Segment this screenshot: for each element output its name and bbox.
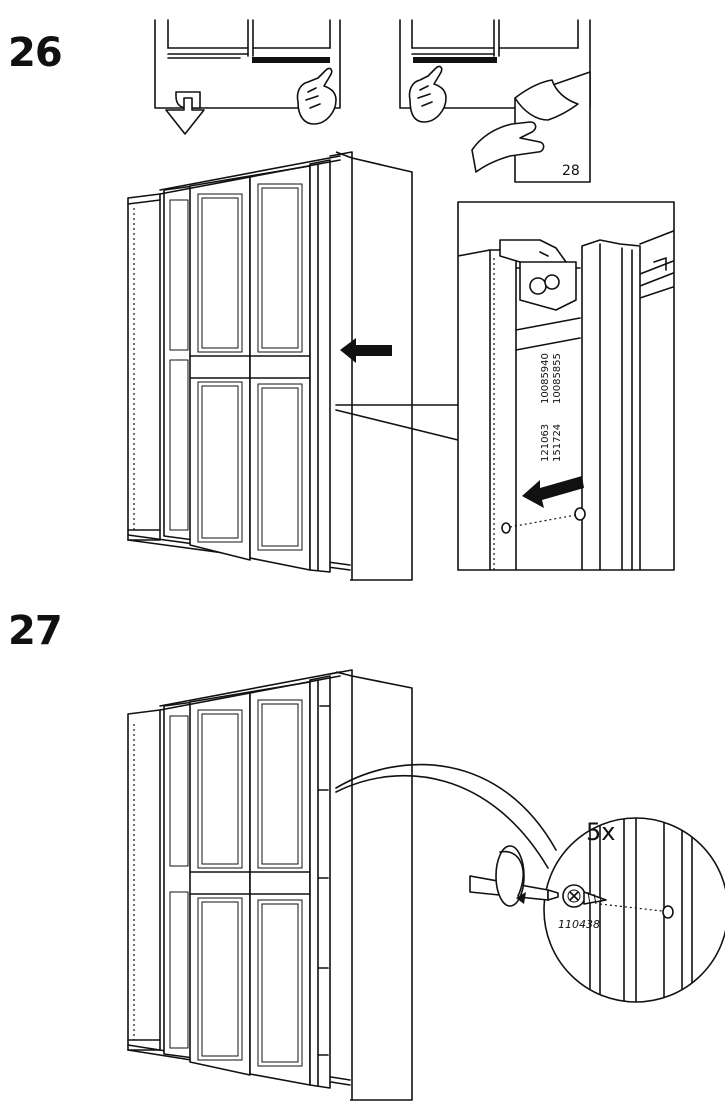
page-reference: 28 (562, 163, 580, 179)
screw-part-number: 110438 (558, 918, 600, 931)
part-number-2: 10085855 (552, 353, 563, 404)
hand-press-icon-2 (408, 65, 447, 123)
detail-frame-right (399, 19, 591, 109)
screw-quantity: 5x (586, 818, 615, 846)
door-right-frame (309, 159, 331, 573)
part-number-3: 121063 (540, 424, 551, 462)
door-right-frame-27 (309, 675, 331, 1089)
part-number-1: 10085940 (540, 353, 551, 404)
part-number-4: 151724 (552, 424, 563, 462)
arrow-left-icon (340, 338, 392, 363)
door-middle-2-27 (249, 681, 311, 1086)
door-middle-1 (189, 175, 251, 561)
screw-icon (562, 884, 607, 908)
hand-press-icon (296, 67, 337, 125)
page-turn-icon: 28 (471, 71, 591, 183)
arrow-left-icon-2 (522, 476, 584, 508)
screwdriver-icon (469, 845, 559, 907)
door-left (163, 185, 195, 541)
detail-frame-left (154, 19, 341, 109)
step-number-27: 27 (8, 608, 63, 654)
hinge-bracket (499, 239, 577, 311)
step-number-26: 26 (8, 30, 63, 76)
door-middle-1-27 (189, 691, 251, 1076)
